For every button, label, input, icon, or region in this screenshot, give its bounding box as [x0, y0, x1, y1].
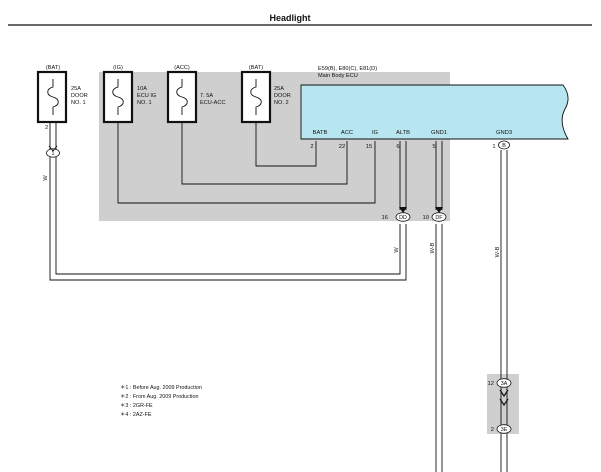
connector-1-label: 1 — [52, 151, 55, 157]
fuse-door-no1: (BAT) 25A DOOR NO. 1 — [36, 65, 88, 124]
wire-wb-gnd3 — [500, 150, 508, 376]
fuse-source: (BAT) — [46, 65, 60, 71]
ecu-pin-label: ACC — [341, 130, 353, 136]
wire-color-label: W-B — [495, 246, 501, 257]
connector-3e-icon — [496, 424, 512, 434]
wire-altb — [399, 141, 407, 210]
ecu-pin-altb: ALTB 6 — [396, 130, 410, 150]
wire-gnd1 — [435, 141, 443, 210]
connector-1: 1 — [46, 145, 60, 158]
connector-dd-pin: 16 — [382, 215, 388, 221]
fuse-name-line: ECU IG — [137, 93, 156, 99]
fuse1-pin-number: 2 — [45, 125, 48, 131]
connector-3e-pin: 2 — [491, 427, 494, 433]
connector-3a-icon — [496, 378, 512, 388]
ecu-pin-gnd1: GND1 5 — [431, 130, 447, 150]
fuse-rating: 25A — [274, 86, 284, 92]
fuse-name-line: DOOR — [274, 93, 291, 99]
fuse-name-line: ECU-ACC — [200, 100, 225, 106]
connector-b-icon — [498, 140, 510, 150]
fuse-name-line: NO. 2 — [274, 100, 289, 106]
page-title: Headlight — [269, 13, 310, 23]
connector-b-label: B — [502, 143, 506, 149]
ecu-pin-number: 22 — [339, 144, 345, 150]
fuse-source: (IG) — [113, 65, 123, 71]
wire-w-loop-inner — [55, 122, 401, 275]
double-wires — [49, 122, 508, 472]
connector-3e: 3E 2 — [491, 424, 512, 434]
connector-df-icon — [431, 212, 447, 222]
wire-color-label: W — [43, 175, 49, 181]
connector-df-pin: 10 — [423, 215, 429, 221]
wire-color-label: W-B — [430, 242, 436, 253]
fuse-rating: 7. 5A — [200, 93, 213, 99]
fuse-icon — [176, 79, 188, 115]
note-line: ＊1 : Before Aug. 2009 Production — [120, 384, 202, 391]
fuse-icon — [112, 79, 124, 115]
ecu-name: Main Body ECU — [318, 73, 358, 79]
note-line: ＊2 : From Aug. 2009 Production — [120, 393, 199, 400]
ecu-pin-number: 6 — [396, 144, 399, 150]
fuse-icon — [250, 79, 262, 115]
fuse-name-line: DOOR — [71, 93, 88, 99]
ecu-pin-batb: BATB 2 — [310, 130, 327, 150]
connector-3a-pin: 12 — [488, 381, 494, 387]
connector-1-chevron-icon — [48, 145, 58, 152]
connector-3a: 3A 12 — [488, 378, 512, 407]
connector-3e-label: 3E — [501, 427, 508, 433]
connector-dd: DD 16 — [382, 207, 411, 222]
connector-dd-icon — [395, 212, 411, 222]
internal-wires — [117, 122, 376, 204]
ecu-pin-label: IG — [372, 130, 379, 136]
fuse-rating: 25A — [71, 86, 81, 92]
ecu-pin-ig: IG 15 — [366, 130, 379, 150]
main-body-ecu — [300, 84, 569, 140]
ecu-pin-acc: ACC 22 — [339, 130, 353, 150]
chevron-down-icon — [499, 389, 509, 398]
ecu-pin-label: BATB — [313, 130, 328, 136]
arrow-down-icon — [399, 207, 407, 213]
connector-3a-label: 3A — [501, 381, 508, 387]
production-notes: ＊1 : Before Aug. 2009 Production ＊2 : Fr… — [120, 384, 202, 418]
ecu-ref: E59(B), E80(C), E81(D) — [318, 66, 377, 72]
note-line: ＊3 : 2GR-FE — [120, 402, 153, 409]
wire-wb-gnd3-lower — [500, 434, 508, 472]
connector-df: DF 10 — [423, 207, 447, 222]
wire-wb-df — [435, 224, 443, 472]
fuse-door-no2: (BAT) 25A DOOR NO. 2 — [240, 65, 291, 124]
wire-w-loop-outer — [49, 122, 407, 281]
ecu-pin-label: GND3 — [496, 130, 512, 136]
fuse-rating: 10A — [137, 86, 147, 92]
ecu-pin-number: 1 — [492, 144, 495, 150]
chevron-down-icon — [499, 398, 509, 407]
arrow-down-icon — [435, 207, 443, 213]
wire-ig — [117, 122, 376, 204]
ecu-pin-label: ALTB — [396, 130, 410, 136]
ecu-pin-number: 2 — [310, 144, 313, 150]
wire-color-label: W — [394, 247, 400, 253]
wire-batb — [255, 122, 317, 167]
fuse-source: (ACC) — [174, 65, 190, 71]
ecu-pin-number: 5 — [432, 144, 435, 150]
note-line: ＊4 : 2AZ-FE — [120, 411, 152, 418]
connector-dd-label: DD — [399, 215, 407, 221]
ecu-pin-label: GND1 — [431, 130, 447, 136]
connector-df-label: DF — [435, 215, 443, 221]
fuse-ecu-acc: (ACC) 7. 5A ECU-ACC — [166, 65, 225, 124]
ecu-pin-gnd3: GND3 1 B — [492, 130, 512, 150]
ecu-pin-number: 15 — [366, 144, 372, 150]
fuse-name-line: NO. 1 — [137, 100, 152, 106]
fuse-name-line: NO. 1 — [71, 100, 86, 106]
fuse-source: (BAT) — [249, 65, 263, 71]
connector-1-icon — [46, 148, 60, 158]
fuse-icon — [47, 79, 59, 115]
wire-acc — [181, 122, 348, 185]
